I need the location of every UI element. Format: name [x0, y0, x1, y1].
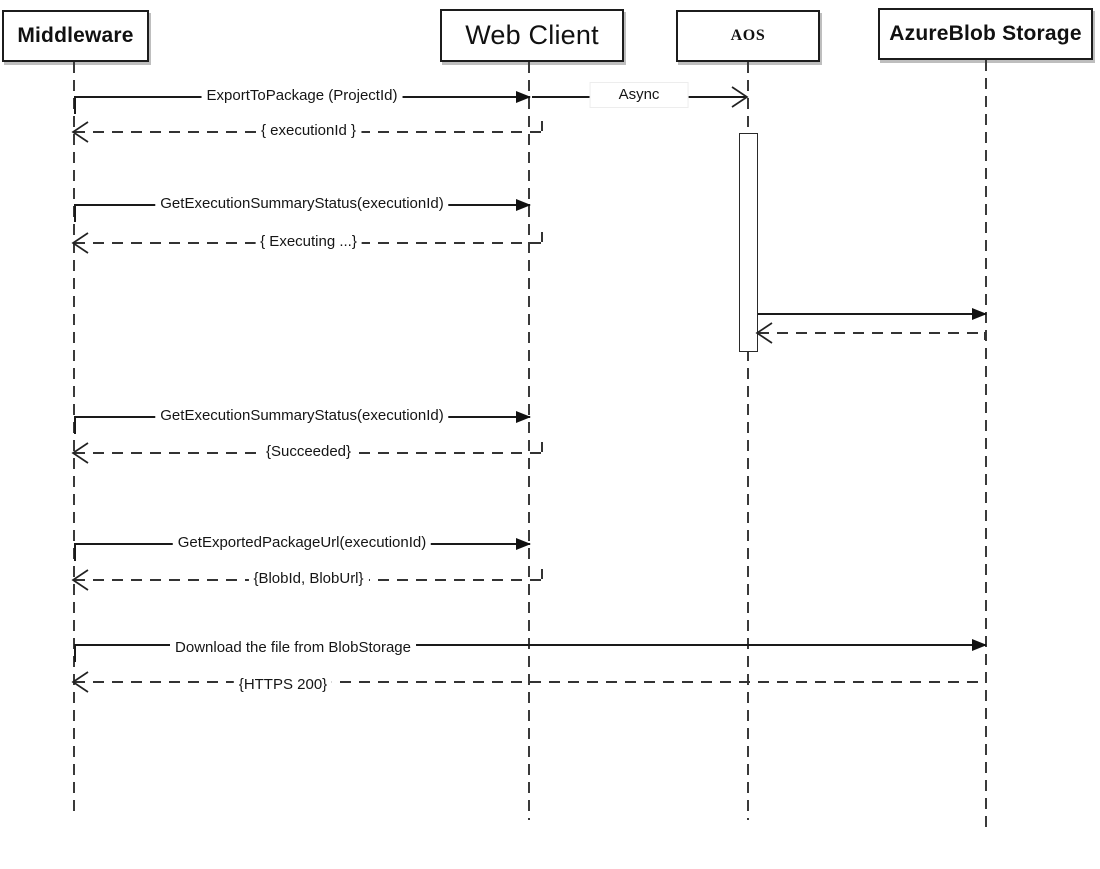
- lifeline-web-client: [528, 62, 530, 820]
- actor-box-aos: AOS: [676, 10, 820, 62]
- arrowhead-filled: [516, 199, 531, 211]
- message-label: ExportToPackage (ProjectId): [201, 86, 403, 106]
- message-line: [74, 681, 986, 683]
- arrowhead-filled: [516, 91, 531, 103]
- message-label: GetExecutionSummaryStatus(executionId): [155, 194, 449, 214]
- connector-stub: [74, 96, 76, 114]
- message-succeeded: {Succeeded}: [71, 442, 543, 464]
- connector-stub: [541, 232, 543, 242]
- arrowhead-open: [71, 232, 89, 254]
- message-label: {Succeeded}: [260, 442, 357, 462]
- actor-label-aos: AOS: [730, 27, 766, 44]
- arrowhead-open: [731, 86, 749, 108]
- activation-bar-aos: [739, 133, 758, 352]
- connector-stub: [74, 204, 76, 222]
- message-async: Async: [532, 82, 749, 108]
- actor-box-middleware: Middleware: [2, 10, 149, 62]
- connector-stub: [74, 543, 76, 561]
- message-blobid-bloburl: {BlobId, BlobUrl}: [71, 569, 543, 591]
- message-label: Async: [589, 82, 689, 108]
- arrowhead-filled: [972, 639, 987, 651]
- connector-stub: [541, 569, 543, 579]
- message-label: Download the file from BlobStorage: [170, 638, 416, 658]
- actor-label-azure-blob-storage: AzureBlob Storage: [889, 22, 1082, 45]
- lifeline-azure-blob-storage: [985, 60, 987, 830]
- message-label: { executionId }: [255, 121, 362, 141]
- message-get-exported-package-url: GetExportedPackageUrl(executionId): [74, 533, 531, 561]
- connector-stub: [74, 416, 76, 434]
- lifeline-aos: [747, 62, 749, 820]
- message-line: [74, 644, 986, 646]
- connector-stub: [74, 644, 76, 662]
- connector-stub: [541, 121, 543, 131]
- message-line: [758, 332, 986, 334]
- message-https-200: {HTTPS 200}: [71, 671, 986, 695]
- actor-box-web-client: Web Client: [440, 9, 624, 62]
- arrowhead-open: [71, 121, 89, 143]
- message-blob-to-aos: [755, 322, 986, 344]
- message-get-execution-summary-status-2: GetExecutionSummaryStatus(executionId): [74, 406, 531, 434]
- arrowhead-filled: [972, 308, 987, 320]
- arrowhead-open: [71, 442, 89, 464]
- arrowhead-open: [755, 322, 773, 344]
- lifeline-middleware: [73, 62, 75, 816]
- message-get-execution-summary-status-1: GetExecutionSummaryStatus(executionId): [74, 194, 531, 222]
- message-label: GetExportedPackageUrl(executionId): [172, 533, 432, 553]
- actor-label-middleware: Middleware: [17, 24, 134, 47]
- message-label: {HTTPS 200}: [233, 675, 333, 695]
- connector-stub: [541, 442, 543, 452]
- arrowhead-filled: [516, 411, 531, 423]
- message-export-to-package: ExportToPackage (ProjectId): [74, 86, 531, 114]
- message-download-file: Download the file from BlobStorage: [74, 638, 987, 662]
- message-aos-to-blob: [758, 308, 987, 320]
- message-line: [758, 313, 986, 315]
- message-label: {BlobId, BlobUrl}: [248, 569, 369, 589]
- actor-box-azure-blob-storage: AzureBlob Storage: [878, 8, 1093, 60]
- message-label: { Executing ...}: [255, 232, 362, 252]
- arrowhead-open: [71, 569, 89, 591]
- actor-label-web-client: Web Client: [465, 20, 599, 50]
- connector-stub: [984, 332, 986, 340]
- message-executing: { Executing ...}: [71, 232, 543, 254]
- arrowhead-filled: [516, 538, 531, 550]
- message-execution-id: { executionId }: [71, 121, 543, 143]
- message-label: GetExecutionSummaryStatus(executionId): [155, 406, 449, 426]
- arrowhead-open: [71, 671, 89, 693]
